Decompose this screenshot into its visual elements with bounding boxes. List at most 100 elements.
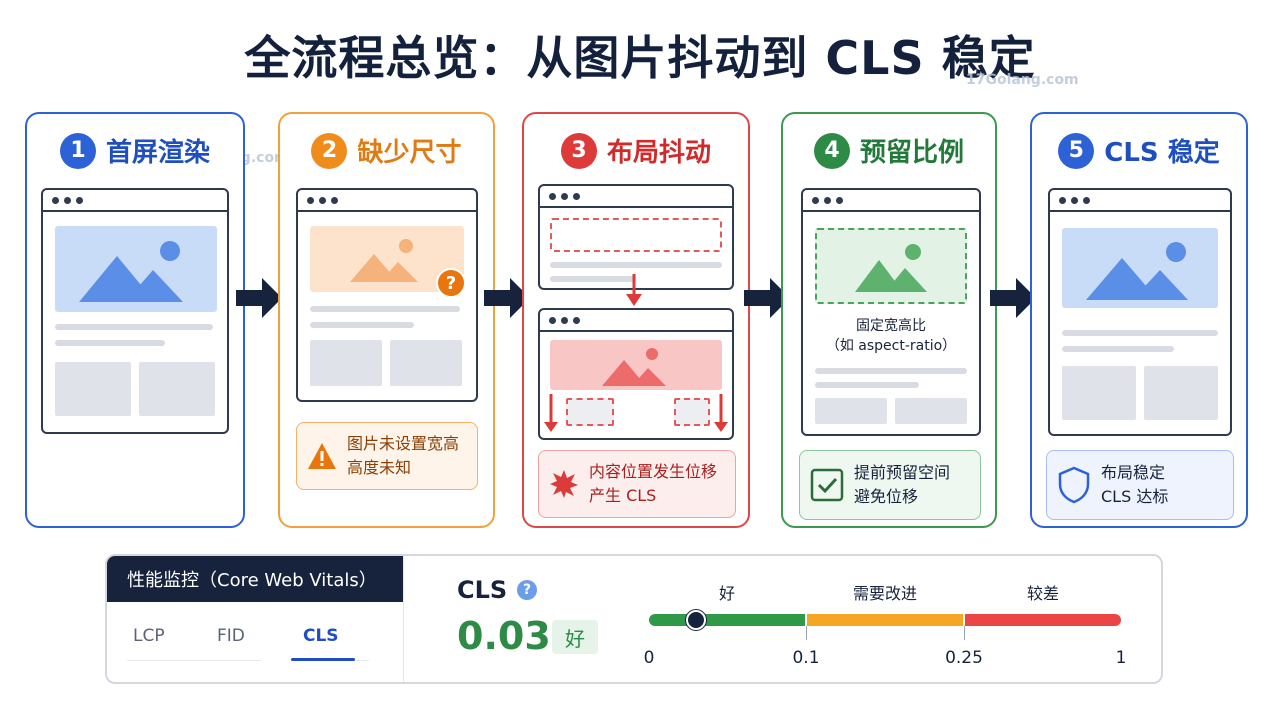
warning-icon xyxy=(308,443,336,469)
current-value-marker xyxy=(685,610,706,630)
tab-underline xyxy=(355,660,369,661)
text-line-placeholder xyxy=(310,306,460,312)
arrow-right-icon xyxy=(744,278,790,318)
window-dots xyxy=(43,190,227,212)
step-title: CLS 稳定 xyxy=(1104,138,1220,168)
arrow-right-icon xyxy=(236,278,282,318)
reserved-space-placeholder xyxy=(550,218,722,252)
text-line-placeholder xyxy=(815,382,919,388)
arrow-down-icon xyxy=(544,394,558,432)
caption-line: 固定宽高比 xyxy=(856,318,926,334)
image-placeholder-icon xyxy=(310,226,464,292)
step-5-card: 5 CLS 稳定 布局稳定 CLS 达标 xyxy=(1030,112,1248,528)
metric-value: 0.03 xyxy=(457,614,551,658)
step-note: 内容位置发生位移 产生 CLS xyxy=(538,450,736,518)
browser-window-after xyxy=(538,308,734,440)
content-block-placeholder xyxy=(895,398,967,424)
step-title: 预留比例 xyxy=(859,138,964,168)
note-line: 内容位置发生位移 xyxy=(589,462,718,481)
image-placeholder-icon xyxy=(55,226,217,312)
performance-panel: 性能监控（Core Web Vitals） LCP FID CLS CLS ? … xyxy=(105,554,1163,684)
step-number-badge: 2 xyxy=(311,132,348,169)
arrow-right-icon xyxy=(484,278,530,318)
step-number-badge: 5 xyxy=(1058,132,1095,169)
scale-tick-label: 1 xyxy=(1115,648,1127,668)
tab-fid[interactable]: FID xyxy=(217,626,245,646)
tab-underline xyxy=(127,660,261,661)
text-line-placeholder xyxy=(1062,346,1174,352)
scale-segment-label: 需要改进 xyxy=(852,584,918,603)
scale-tick-mark xyxy=(806,626,807,640)
content-block-placeholder xyxy=(815,398,887,424)
text-line-placeholder xyxy=(55,340,165,346)
step-title: 首屏渲染 xyxy=(105,138,210,168)
browser-window-before xyxy=(538,184,734,290)
watermark: 17Golang.com xyxy=(966,72,1079,88)
step-note: 提前预留空间 避免位移 xyxy=(799,450,981,520)
image-placeholder-icon xyxy=(550,340,722,390)
content-block-placeholder xyxy=(1062,366,1136,420)
scale-segment xyxy=(649,614,805,626)
page-title: 全流程总览：从图片抖动到 CLS 稳定 xyxy=(244,31,1036,85)
window-dots xyxy=(540,310,732,332)
window-dots xyxy=(1050,190,1230,212)
text-line-placeholder xyxy=(550,262,722,268)
step-3-card: 3 布局抖动 内容位置发生位移 产生 CLS xyxy=(522,112,750,528)
browser-window-mockup xyxy=(1048,188,1232,436)
tab-lcp[interactable]: LCP xyxy=(133,626,165,646)
scale-segment-label: 较差 xyxy=(1026,584,1060,603)
window-dots xyxy=(298,190,476,212)
content-block-placeholder xyxy=(390,340,462,386)
content-block-placeholder xyxy=(139,362,215,416)
image-placeholder-icon xyxy=(815,228,967,304)
note-line: 图片未设置宽高 xyxy=(347,434,460,453)
step-note: 图片未设置宽高 高度未知 xyxy=(296,422,478,490)
step-number-badge: 1 xyxy=(59,132,96,169)
rating-badge: 好 xyxy=(552,620,598,654)
note-line: 避免位移 xyxy=(854,487,919,506)
image-placeholder-icon xyxy=(1062,228,1218,308)
aspect-ratio-caption: 固定宽高比 （如 aspect-ratio） xyxy=(803,316,979,356)
burst-icon xyxy=(550,470,578,498)
browser-window-mockup xyxy=(41,188,229,434)
text-line-placeholder xyxy=(815,368,967,374)
step-number-badge: 4 xyxy=(813,132,850,169)
step-2-card: 2 缺少尺寸 ? 图片未设置宽高 高度未知 xyxy=(278,112,495,528)
step-1-card: 1 首屏渲染 xyxy=(25,112,245,528)
shifted-block xyxy=(566,398,614,426)
active-tab-indicator xyxy=(291,658,355,661)
tab-cls[interactable]: CLS xyxy=(303,626,339,646)
step-title: 缺少尺寸 xyxy=(357,138,462,168)
arrow-down-icon xyxy=(714,394,728,432)
note-line: 高度未知 xyxy=(347,458,412,477)
text-line-placeholder xyxy=(550,276,634,282)
arrow-right-icon xyxy=(990,278,1036,318)
content-block-placeholder xyxy=(310,340,382,386)
shield-icon xyxy=(1058,466,1090,504)
step-note: 布局稳定 CLS 达标 xyxy=(1046,450,1234,520)
note-line: 提前预留空间 xyxy=(854,463,951,482)
panel-title: 性能监控（Core Web Vitals） xyxy=(107,556,403,602)
question-mark-icon: ? xyxy=(436,268,466,298)
caption-line: （如 aspect-ratio） xyxy=(825,338,957,354)
panel-divider xyxy=(403,556,404,682)
text-line-placeholder xyxy=(1062,330,1218,336)
arrow-down-icon xyxy=(626,274,642,306)
step-4-card: 4 预留比例 固定宽高比 （如 aspect-ratio） 提前预留空间 避免位… xyxy=(781,112,997,528)
text-line-placeholder xyxy=(310,322,414,328)
metric-label: CLS xyxy=(457,576,508,604)
scale-segment xyxy=(807,614,963,626)
scale-tick-label: 0.1 xyxy=(792,648,820,668)
help-icon[interactable]: ? xyxy=(517,580,537,600)
scale-tick-label: 0 xyxy=(643,648,655,668)
text-line-placeholder xyxy=(55,324,213,330)
step-title: 布局抖动 xyxy=(606,138,711,168)
scale-tick-label: 0.25 xyxy=(945,648,983,668)
step-number-badge: 3 xyxy=(560,132,597,169)
browser-window-mockup: 固定宽高比 （如 aspect-ratio） xyxy=(801,188,981,436)
note-line: 布局稳定 xyxy=(1101,463,1166,482)
checkbox-check-icon xyxy=(810,468,844,502)
content-block-placeholder xyxy=(1144,366,1218,420)
note-line: 产生 CLS xyxy=(589,486,657,505)
window-dots xyxy=(540,186,732,208)
